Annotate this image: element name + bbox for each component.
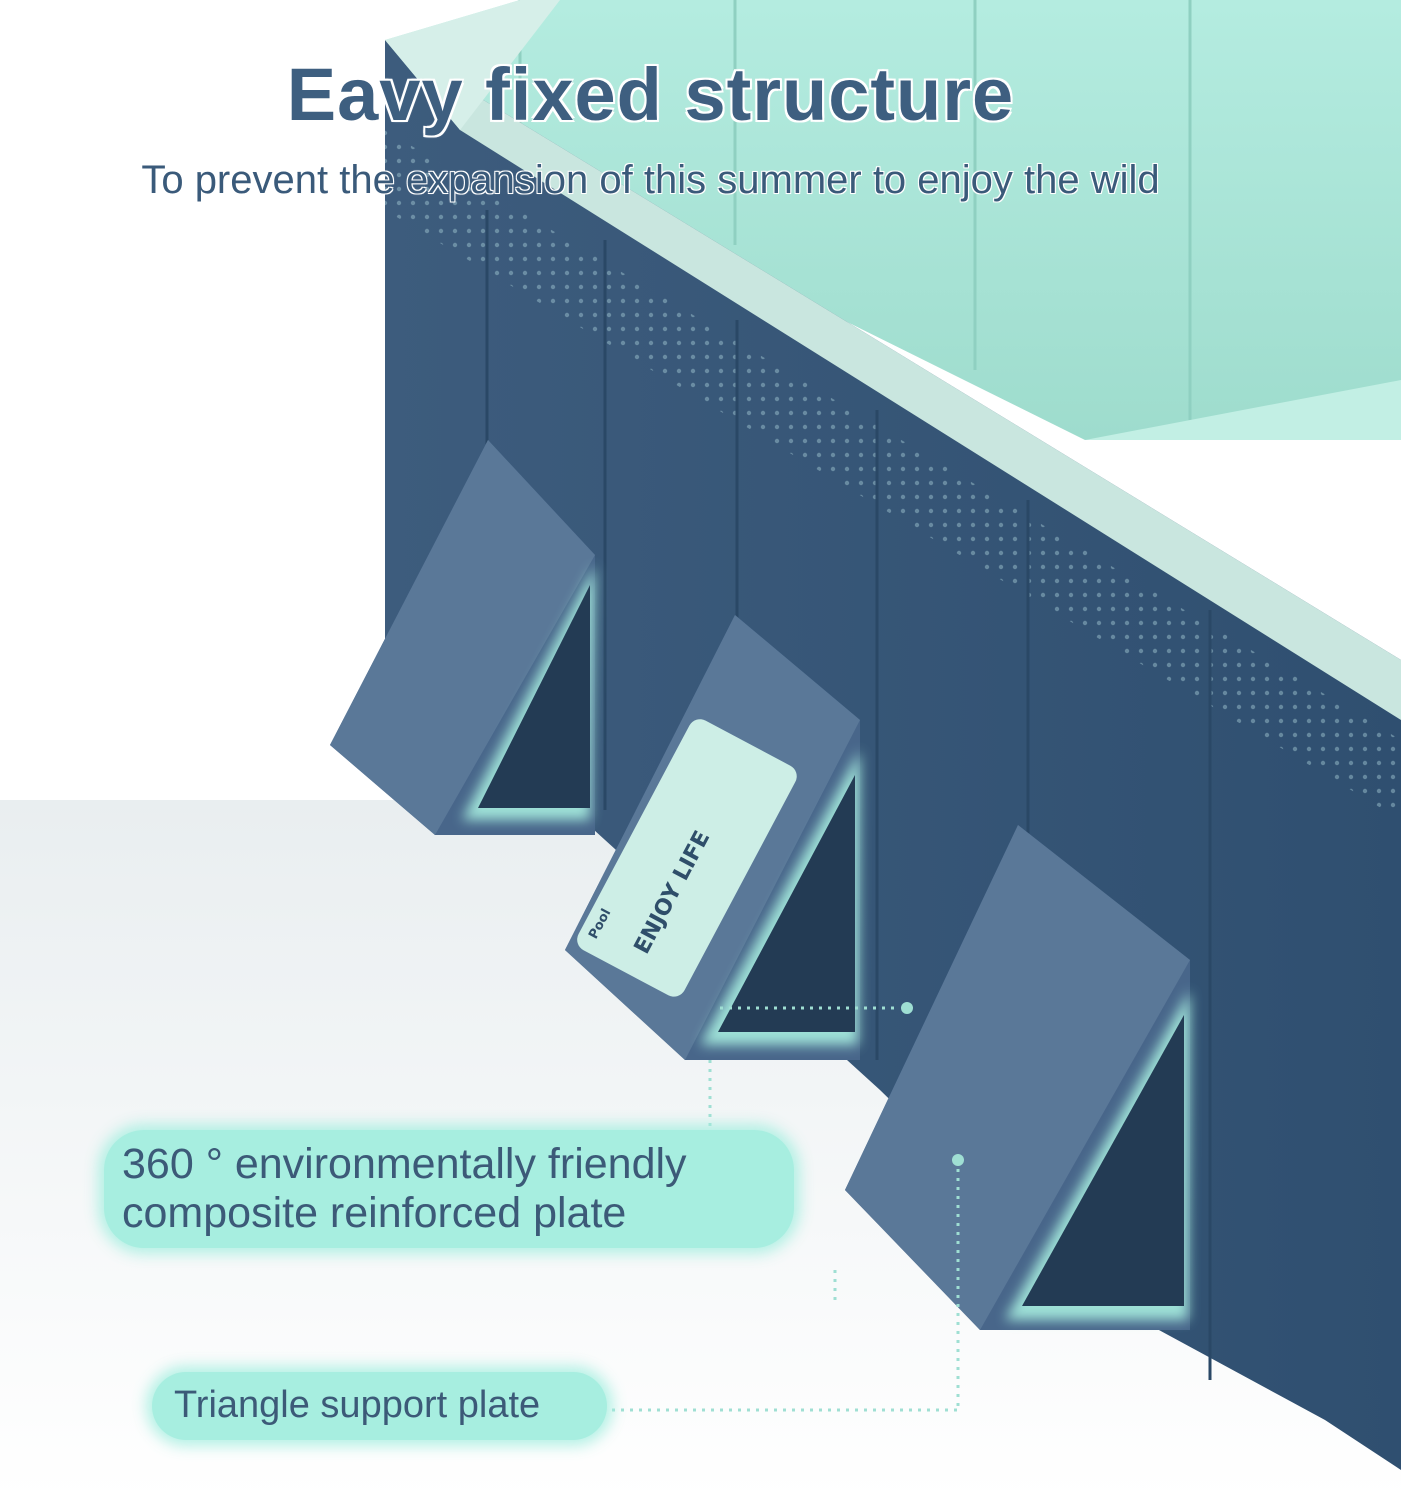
- triangle-plate-right: [845, 825, 1190, 1330]
- pool-rim: [385, 0, 1401, 720]
- page-title: Eavy fixed structure: [286, 53, 1015, 136]
- callout-triangle-support: Triangle support plate: [152, 1372, 607, 1440]
- pool-inner-wall: [385, 0, 1401, 440]
- callout-reinforced-plate: 360 ° environmentally friendly composite…: [104, 1130, 794, 1248]
- leader-dot-lower: [952, 1154, 964, 1166]
- triangle-plate-left: [330, 440, 595, 835]
- callout-plate-line2: composite reinforced plate: [122, 1189, 627, 1238]
- leader-lines: [612, 1006, 960, 1412]
- callout-plate-line1: 360 ° environmentally friendly: [122, 1140, 687, 1188]
- product-label: ENJOY LIFE Pool: [577, 719, 797, 997]
- page-subtitle: To prevent the expansion of this summer …: [141, 158, 1160, 202]
- leader-dot-upper: [901, 1002, 913, 1014]
